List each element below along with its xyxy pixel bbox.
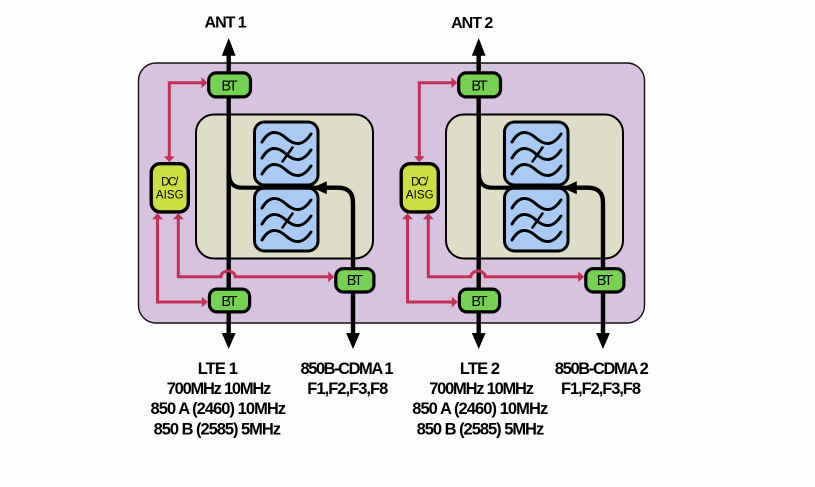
- svg-text:F1,F2,F3,F8: F1,F2,F3,F8: [561, 380, 641, 398]
- svg-text:BT: BT: [597, 273, 613, 289]
- svg-text:BT: BT: [347, 273, 363, 289]
- svg-text:700MHz 10MHz: 700MHz 10MHz: [167, 380, 272, 398]
- svg-text:ANT 2: ANT 2: [451, 15, 493, 32]
- svg-text:DC/: DC/: [411, 176, 429, 188]
- svg-text:700MHz 10MHz: 700MHz 10MHz: [429, 380, 534, 398]
- svg-text:850 B (2585) 5MHz: 850 B (2585) 5MHz: [154, 421, 281, 439]
- svg-text:BT: BT: [471, 294, 487, 310]
- svg-text:LTE 1: LTE 1: [198, 360, 238, 378]
- svg-text:ANT 1: ANT 1: [205, 14, 247, 31]
- svg-text:850B-CDMA 1: 850B-CDMA 1: [301, 360, 394, 378]
- svg-text:850 A (2460) 10MHz: 850 A (2460) 10MHz: [412, 400, 548, 418]
- svg-text:850 B (2585) 5MHz: 850 B (2585) 5MHz: [417, 421, 545, 439]
- svg-text:850 A (2460) 10MHz: 850 A (2460) 10MHz: [151, 400, 286, 418]
- svg-text:BT: BT: [471, 78, 487, 94]
- svg-text:DC/: DC/: [161, 176, 179, 188]
- svg-text:LTE 2: LTE 2: [460, 360, 500, 378]
- svg-text:F1,F2,F3,F8: F1,F2,F3,F8: [307, 380, 388, 398]
- svg-text:850B-CDMA 2: 850B-CDMA 2: [555, 360, 649, 378]
- svg-text:AISG: AISG: [156, 190, 184, 202]
- svg-text:BT: BT: [221, 294, 237, 310]
- svg-text:AISG: AISG: [406, 190, 434, 202]
- svg-text:BT: BT: [221, 78, 237, 94]
